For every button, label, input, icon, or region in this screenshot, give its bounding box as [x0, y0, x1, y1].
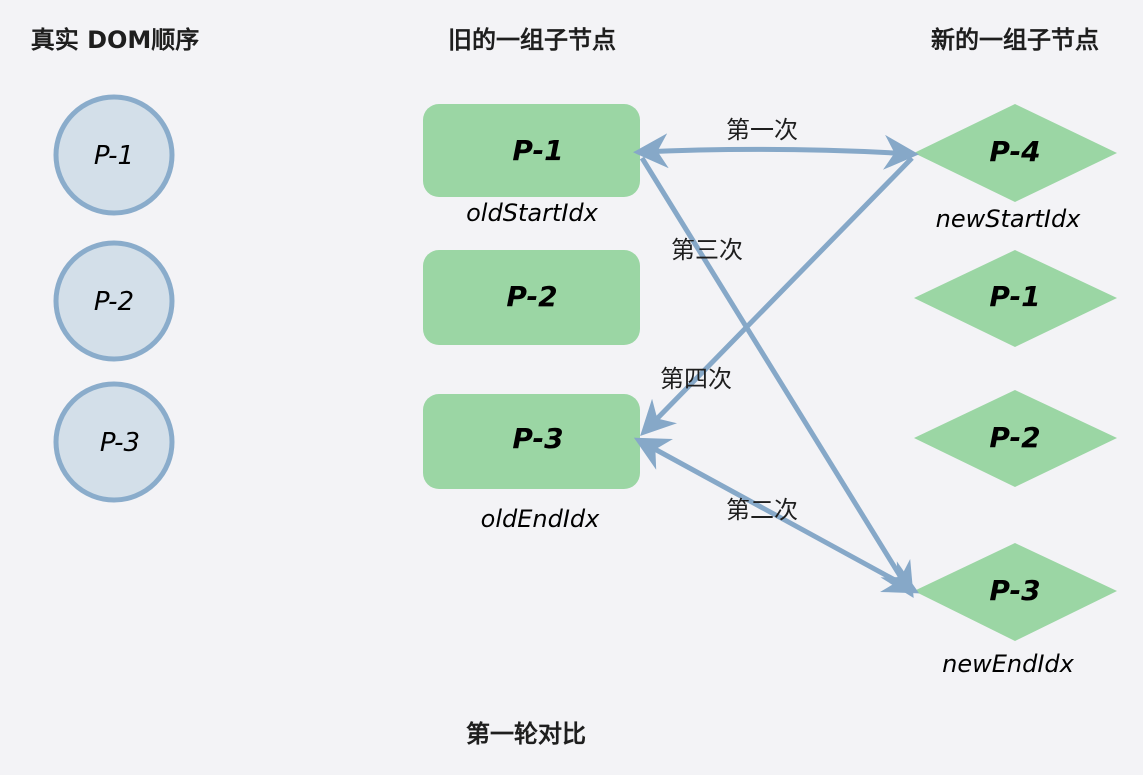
new-node-label: P-2 — [989, 421, 1040, 454]
round-caption: 第一轮对比 — [466, 720, 586, 748]
new-start-idx-label: newStartIdx — [936, 205, 1082, 233]
old-end-idx-label: oldEndIdx — [481, 505, 601, 533]
real-dom-header: 真实 DOM顺序 — [31, 26, 200, 54]
new-end-idx-label: newEndIdx — [942, 650, 1075, 678]
fourth-comparison-label: 第四次 — [660, 365, 732, 393]
new-node: P-3 — [914, 543, 1117, 641]
old-node: P-1 — [423, 104, 640, 197]
new-children-header: 新的一组子节点 — [931, 26, 1099, 54]
old-node: P-2 — [423, 250, 640, 345]
real-dom-node-label: P-2 — [94, 287, 134, 317]
third-comparison-arrow — [639, 156, 914, 598]
old-node-label: P-1 — [512, 134, 563, 167]
real-dom-node-label: P-1 — [94, 141, 134, 171]
first-comparison-arrow — [633, 133, 919, 170]
first-comparison-label: 第一次 — [726, 116, 798, 144]
new-node-label: P-1 — [989, 280, 1040, 313]
fourth-comparison-arrow — [640, 156, 914, 437]
real-dom-node: P-1 — [53, 94, 175, 216]
new-node-label: P-4 — [989, 135, 1040, 168]
real-dom-node-label: P-3 — [100, 428, 140, 458]
old-start-idx-label: oldStartIdx — [466, 199, 599, 227]
real-dom-node: P-3 — [53, 381, 175, 503]
new-node-label: P-3 — [989, 574, 1040, 607]
old-node-label: P-2 — [506, 280, 557, 313]
third-comparison-label: 第三次 — [671, 236, 743, 264]
old-node-label: P-3 — [512, 422, 563, 455]
new-node: P-4 — [914, 104, 1117, 202]
second-comparison-arrow — [633, 437, 920, 594]
old-node: P-3 — [423, 394, 640, 489]
second-comparison-label: 第二次 — [726, 496, 798, 524]
new-node: P-1 — [914, 250, 1117, 347]
old-children-header: 旧的一组子节点 — [448, 26, 616, 54]
new-node: P-2 — [914, 390, 1117, 487]
real-dom-node: P-2 — [53, 240, 175, 362]
